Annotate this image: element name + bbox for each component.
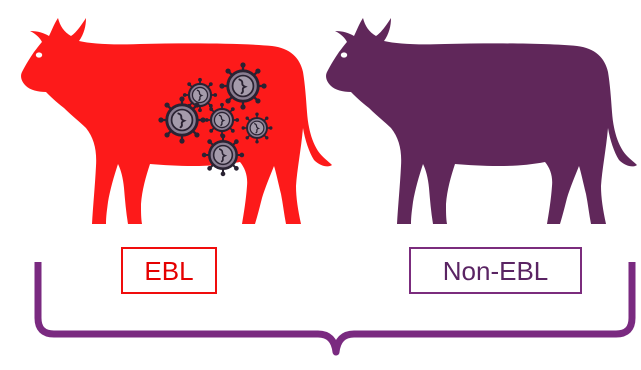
cow-eye-icon — [36, 52, 42, 57]
ebl-label-text: EBL — [144, 258, 193, 284]
virus-icon — [202, 134, 244, 176]
ebl-label: EBL — [121, 247, 217, 294]
virus-icon — [158, 96, 205, 143]
virus-icon — [219, 62, 266, 109]
cow-eye-icon — [341, 52, 347, 57]
non-ebl-label-text: Non-EBL — [443, 258, 549, 284]
non-ebl-cow-icon — [326, 18, 637, 224]
non-ebl-label: Non-EBL — [409, 247, 582, 294]
virus-icon — [242, 113, 273, 144]
virus-icon — [205, 103, 239, 137]
